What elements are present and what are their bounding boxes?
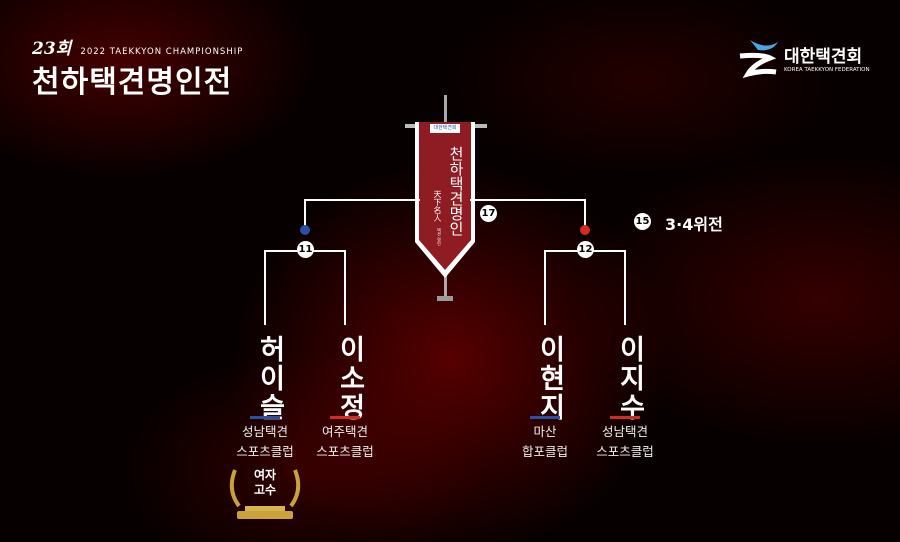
banner-hanja: 天下名人 (433, 190, 442, 222)
award-line: 고수 (253, 483, 277, 497)
club-line: 합포클럽 (521, 444, 568, 459)
player-name: 이현지 (534, 335, 565, 422)
federation-logo: 대한택견회 KOREA TAEKKYON FEDERATION (736, 36, 870, 78)
club-line: 스포츠클럽 (316, 444, 374, 459)
player-name: 허이슬 (254, 335, 285, 422)
award-line: 여자 (253, 468, 277, 482)
match-number-15: 15 (634, 213, 651, 230)
red-underline (330, 416, 360, 419)
logo-mark-icon (739, 40, 778, 78)
player-name: 이소정 (334, 335, 365, 422)
club-line: 성남택견 (601, 424, 648, 439)
federation-english: KOREA TAEKKYON FEDERATION (784, 66, 870, 73)
club-line: 스포츠클럽 (596, 444, 654, 459)
red-underline (610, 416, 640, 419)
club-line: 마산 (533, 424, 557, 439)
third-place-label: 3·4위전 (665, 215, 723, 234)
match-number-17: 17 (480, 205, 497, 222)
event-header: 23회 2022 TAEKKYON CHAMPIONSHIP 천하택견명인전 (32, 34, 243, 101)
banner-pennant (415, 122, 475, 278)
event-subtitle: 2022 TAEKKYON CHAMPIONSHIP (80, 47, 244, 57)
blue-underline (250, 416, 280, 419)
blue-underline (530, 416, 560, 419)
match-number-11: 11 (297, 241, 314, 258)
player-name: 이지수 (614, 335, 645, 422)
match-number-12: 12 (577, 241, 594, 258)
banner-emblem: 대한택견회 (430, 124, 460, 133)
blue-corner-dot (300, 225, 310, 235)
event-title: 천하택견명인전 (32, 65, 233, 100)
club-line: 스포츠클럽 (236, 444, 294, 459)
laurel-podium-icon (229, 469, 301, 519)
banner-title: 천하택견명인 (447, 146, 465, 236)
banner-small-text: 택견 명인 (437, 228, 442, 246)
club-line: 여주택견 (321, 424, 368, 439)
federation-name: 대한택견회 (784, 46, 863, 67)
edition-label: 23회 (32, 39, 72, 59)
red-corner-dot (580, 225, 590, 235)
club-line: 성남택견 (241, 424, 288, 439)
